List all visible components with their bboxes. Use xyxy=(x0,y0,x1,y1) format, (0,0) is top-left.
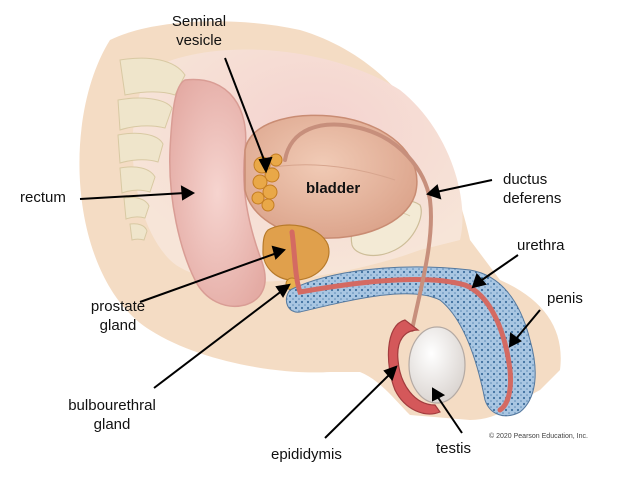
copyright-notice: © 2020 Pearson Education, Inc. xyxy=(489,433,588,440)
label-bulbourethral-gland-line2: gland xyxy=(93,416,131,433)
label-bulbourethral-gland-line1: bulbourethral xyxy=(68,397,156,414)
penis-corpus xyxy=(285,266,536,417)
epididymis-organ xyxy=(387,319,441,415)
label-ductus-deferens: ductus deferens xyxy=(503,170,561,208)
rectum-organ xyxy=(169,78,266,307)
label-seminal-vesicle-line1: Seminal xyxy=(171,13,227,30)
label-testis: testis xyxy=(436,440,472,457)
label-bulbourethral-gland: bulbourethral gland xyxy=(52,396,172,434)
label-prostate-gland: prostate gland xyxy=(73,297,163,335)
label-penis: penis xyxy=(547,290,583,307)
label-seminal-vesicle-line2: vesicle xyxy=(176,32,222,49)
urethra-tube xyxy=(289,229,513,413)
label-ductus-deferens-line2: deferens xyxy=(503,190,562,207)
label-prostate-gland-line1: prostate xyxy=(90,298,146,315)
ductus-deferens-tube xyxy=(283,122,433,332)
label-epididymis: epididymis xyxy=(271,446,342,463)
label-prostate-gland-line2: gland xyxy=(99,317,137,334)
label-rectum: rectum xyxy=(20,189,66,206)
testis-organ xyxy=(408,326,466,404)
label-urethra: urethra xyxy=(517,237,565,254)
label-seminal-vesicle: Seminal vesicle xyxy=(164,12,234,50)
leader-lines xyxy=(79,57,541,439)
label-ductus-deferens-line1: ductus xyxy=(503,171,548,188)
label-bladder: bladder xyxy=(306,180,361,197)
